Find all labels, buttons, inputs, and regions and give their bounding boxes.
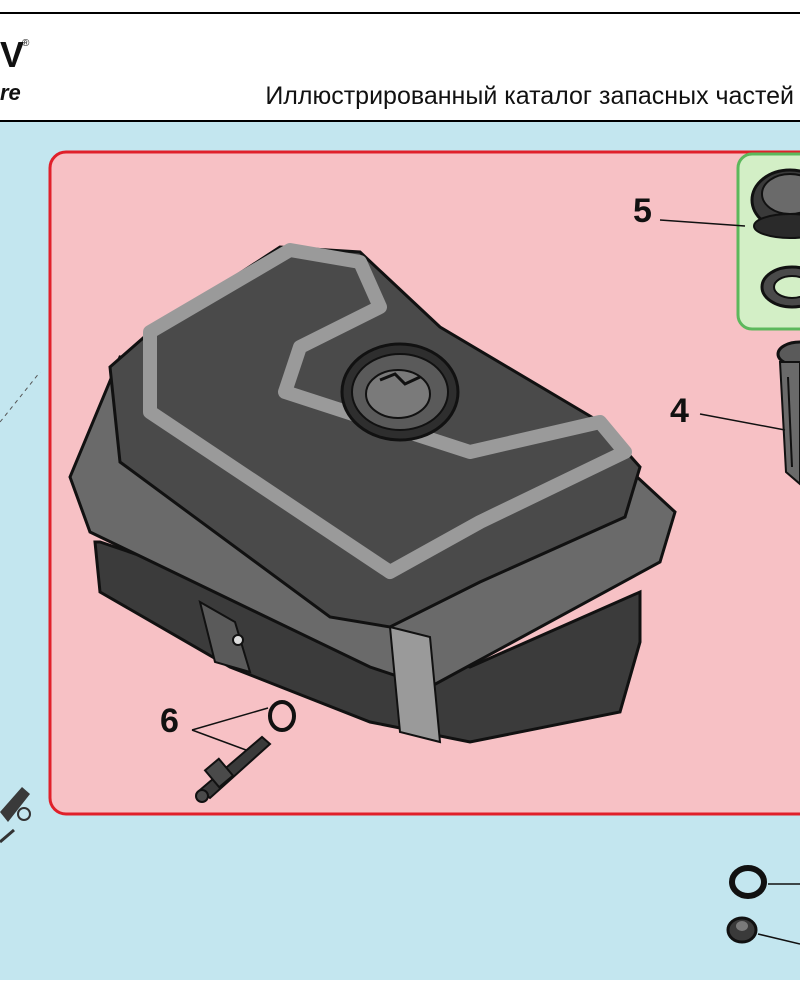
page-bottom-margin — [0, 980, 800, 1000]
fuel-filter-icon — [776, 340, 800, 486]
brand-logo-bottom: re — [0, 80, 21, 105]
nut-icon — [726, 916, 758, 944]
header-bottom-rule — [0, 120, 800, 122]
brand-logo-top: V — [0, 34, 24, 75]
callout-fuel-valve: 6 — [160, 702, 179, 740]
leader-lines — [191, 219, 800, 945]
gasket-ring-icon — [760, 265, 800, 309]
catalog-title: Иллюстрированный каталог запасных частей — [265, 82, 794, 110]
callout-fuel-cap: 5 — [633, 192, 652, 230]
fuel-tank-icon — [68, 243, 677, 744]
parts-diagram-canvas: 5 4 6 — [0, 122, 800, 980]
parts-diagram — [0, 150, 800, 945]
header-top-rule — [0, 12, 800, 14]
o-ring-icon — [729, 865, 767, 899]
fuel-valve-icon — [195, 700, 296, 803]
fuel-cap-icon — [750, 168, 800, 239]
bolt-icon — [0, 787, 31, 844]
dashed-leader-line — [0, 371, 41, 423]
catalog-header: V ® re Иллюстрированный каталог запасных… — [0, 0, 800, 122]
callout-fuel-filter: 4 — [670, 392, 689, 430]
brand-logo-registered-mark: ® — [22, 38, 30, 49]
